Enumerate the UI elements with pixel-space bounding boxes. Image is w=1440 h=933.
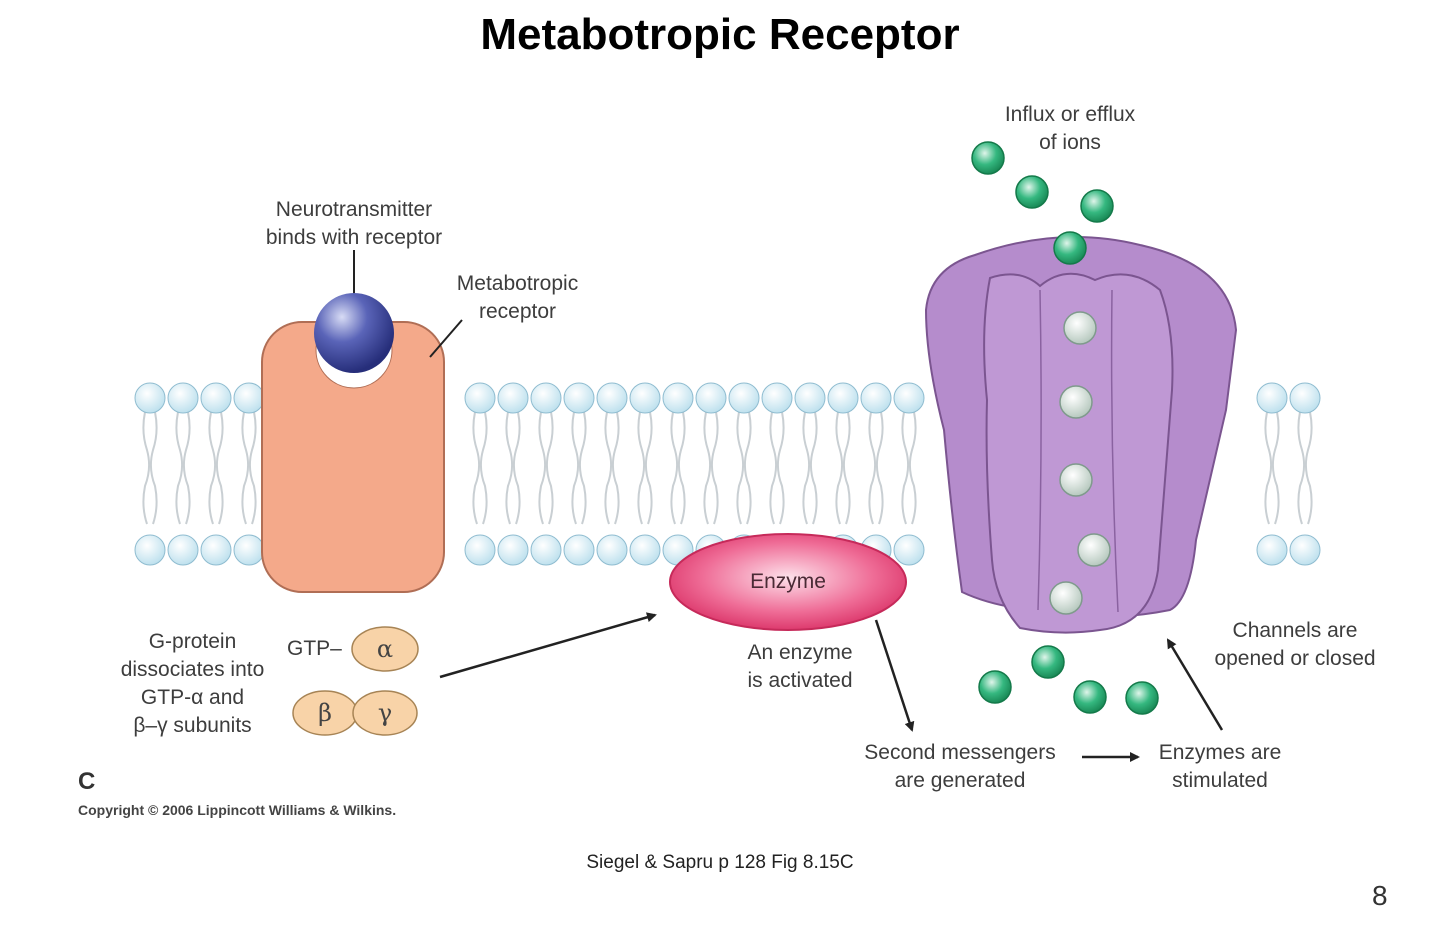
lipid-head	[761, 382, 793, 414]
svg-text:β: β	[318, 699, 332, 727]
lipid-head	[134, 534, 166, 566]
ion-in-channel	[1049, 581, 1083, 615]
lipid-head	[1289, 382, 1321, 414]
lipid-tail	[868, 411, 884, 525]
lipid-tail	[736, 411, 752, 525]
ion-particle	[1073, 680, 1107, 714]
lipid-head	[893, 382, 925, 414]
enzyme-label: Enzyme	[750, 570, 826, 593]
arrow-gprotein-to-enzyme	[439, 612, 657, 679]
lipid-head	[794, 382, 826, 414]
svg-text:γ: γ	[378, 699, 392, 727]
arrow-enzymes-to-channel	[1166, 638, 1224, 731]
lipid-head	[662, 382, 694, 414]
lipid-head	[497, 382, 529, 414]
lipid-head	[629, 534, 661, 566]
ion-particle	[978, 670, 1012, 704]
page-number: 8	[1372, 880, 1388, 911]
lipid-head	[563, 382, 595, 414]
lipid-head	[1289, 534, 1321, 566]
lipid-head	[728, 382, 760, 414]
gamma-subunit: γ	[352, 690, 418, 736]
ion-particle	[1031, 645, 1065, 679]
lipid-tail	[769, 411, 785, 525]
ion-in-channel	[1059, 463, 1093, 497]
lipid-head	[530, 534, 562, 566]
lipid-tail	[472, 411, 488, 525]
slide-title: Metabotropic Receptor	[480, 10, 960, 59]
lipid-head	[1256, 534, 1288, 566]
lipid-head	[827, 382, 859, 414]
lipid-tail	[538, 411, 554, 525]
copyright-notice: Copyright © 2006 Lippincott Williams & W…	[78, 802, 397, 818]
lipid-head	[530, 382, 562, 414]
lipid-head	[563, 534, 595, 566]
lipid-tail	[571, 411, 587, 525]
lipid-head	[860, 382, 892, 414]
lipid-tail	[703, 411, 719, 525]
panel-letter: C	[78, 768, 96, 795]
figure-caption: Siegel & Sapru p 128 Fig 8.15C	[586, 852, 854, 873]
lipid-tail	[670, 411, 686, 525]
lipid-tail	[835, 411, 851, 525]
ion-particle	[1125, 681, 1159, 715]
lipid-head	[1256, 382, 1288, 414]
lipid-head	[497, 534, 529, 566]
lipid-tail	[208, 411, 224, 525]
arrow-enzyme-to-messengers	[874, 619, 915, 732]
lipid-head	[167, 382, 199, 414]
receptor-pointer	[429, 319, 463, 358]
lipid-tail	[142, 411, 158, 525]
svg-text:α: α	[377, 635, 393, 663]
alpha-subunit: α	[351, 626, 419, 672]
lipid-head	[596, 534, 628, 566]
lipid-tail	[241, 411, 257, 525]
gtp-prefix-label: GTP–	[287, 637, 342, 660]
ion-particle	[1015, 175, 1049, 209]
lipid-head	[695, 382, 727, 414]
ion-particle	[1053, 231, 1087, 265]
lipid-head	[464, 382, 496, 414]
lipid-tail	[604, 411, 620, 525]
ion-in-channel	[1059, 385, 1093, 419]
lipid-head	[596, 382, 628, 414]
lipid-tail	[637, 411, 653, 525]
ion-in-channel	[1063, 311, 1097, 345]
lipid-tail	[505, 411, 521, 525]
lipid-head	[167, 534, 199, 566]
lipid-head	[233, 534, 265, 566]
ion-particle	[1080, 189, 1114, 223]
lipid-head	[200, 534, 232, 566]
ion-particle	[971, 141, 1005, 175]
neurotransmitter-ball	[314, 293, 394, 373]
lipid-head	[629, 382, 661, 414]
ion-channel	[924, 236, 1238, 634]
lipid-head	[464, 534, 496, 566]
lipid-tail	[901, 411, 917, 525]
enzyme-ellipse	[669, 533, 907, 631]
lipid-head	[200, 382, 232, 414]
lipid-tail	[175, 411, 191, 525]
lipid-head	[233, 382, 265, 414]
lipid-head	[893, 534, 925, 566]
lipid-tail	[802, 411, 818, 525]
beta-subunit: β	[292, 690, 358, 736]
lipid-head	[134, 382, 166, 414]
lipid-tail	[1297, 411, 1313, 525]
lipid-tail	[1264, 411, 1280, 525]
ion-in-channel	[1077, 533, 1111, 567]
